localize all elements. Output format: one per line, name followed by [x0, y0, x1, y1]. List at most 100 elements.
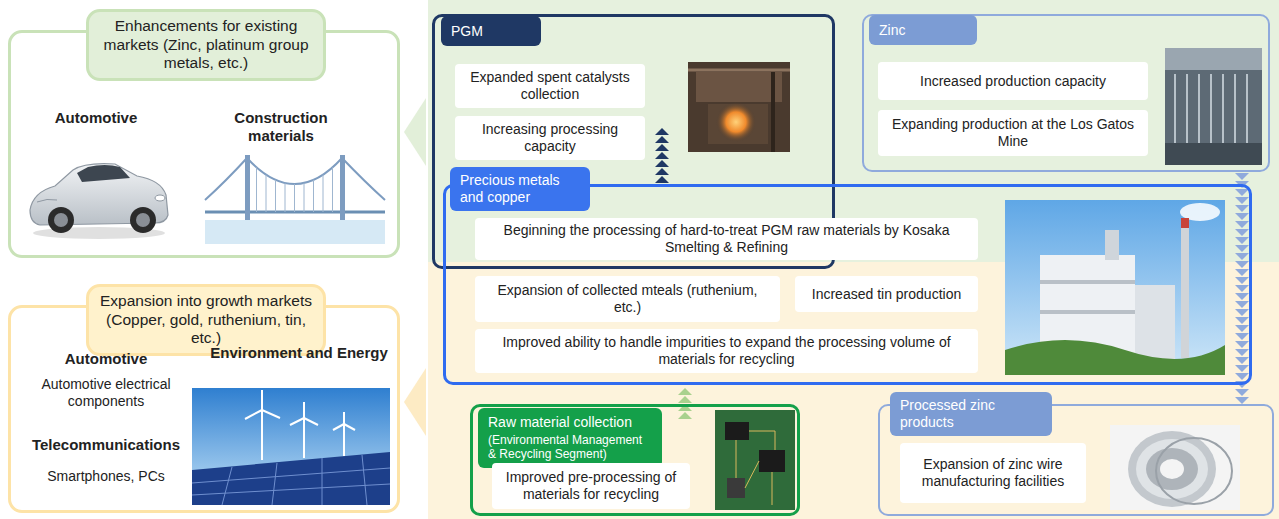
- bridge-picture: [205, 220, 385, 244]
- bridge-picture: [340, 155, 345, 220]
- circuit-board-photo: [715, 410, 795, 510]
- application-label: Automotive electrical components: [26, 376, 186, 410]
- market-label: Environment and Energy: [209, 344, 389, 362]
- chevron-head: [678, 396, 692, 403]
- zinc-plant-photo: [1165, 48, 1262, 165]
- energy-picture: [192, 484, 390, 495]
- circuit-board-photo: [775, 431, 776, 450]
- energy-picture: [322, 458, 323, 505]
- chevron-head: [1235, 397, 1249, 404]
- car-picture: [136, 213, 150, 227]
- chevron-head: [1235, 253, 1249, 260]
- furnace-photo: [688, 62, 790, 152]
- smelter-photo: [1005, 340, 1225, 375]
- car-picture: [48, 207, 74, 233]
- chevron-head: [1235, 341, 1249, 348]
- process-box: Improved ability to handle impurities to…: [475, 329, 978, 373]
- chevron-arrow: [655, 128, 669, 183]
- energy-picture: [304, 418, 318, 425]
- application-label: Smartphones, PCs: [26, 468, 186, 485]
- chevron-head: [1235, 325, 1249, 332]
- zinc-wire-photo: [1110, 425, 1240, 510]
- chevron-head: [655, 136, 669, 143]
- bridge-picture: [247, 158, 342, 184]
- section-tab: PGM: [441, 16, 541, 46]
- chevron-head: [655, 152, 669, 159]
- energy-picture: [245, 390, 355, 460]
- section-box: Raw material collection(Environmental Ma…: [470, 404, 800, 516]
- flow-triangle: [404, 368, 426, 436]
- section-box: Precious metals and copperBeginning the …: [443, 184, 1252, 385]
- chevron-head: [1235, 269, 1249, 276]
- car-picture: [54, 213, 68, 227]
- smelter-photo: [1181, 218, 1189, 358]
- smelter-photo: [1005, 200, 1225, 375]
- box-text: Expansion of collected mteals (ruthenium…: [483, 282, 772, 316]
- chevron-head: [655, 168, 669, 175]
- box-text: Expanding production at the Los Gatos Mi…: [886, 116, 1140, 150]
- chevron-head: [1235, 189, 1249, 196]
- car-picture: [77, 165, 130, 182]
- energy-picture: [272, 463, 277, 505]
- circuit-board-photo: [727, 478, 745, 498]
- energy-picture: [262, 410, 280, 418]
- background-band: [428, 0, 1279, 519]
- zinc-wire-photo: [1160, 459, 1184, 479]
- chevron-head: [1235, 237, 1249, 244]
- energy-picture: [344, 424, 355, 430]
- furnace-photo: [688, 62, 790, 152]
- chevron-head: [1235, 205, 1249, 212]
- process-box: Expansion of zinc wire manufacturing fac…: [900, 443, 1086, 503]
- chevron-head: [655, 144, 669, 151]
- bridge-picture: [256, 167, 257, 212]
- zinc-wire-photo: [1136, 439, 1208, 499]
- bridge-picture: [294, 184, 295, 212]
- furnace-photo: [696, 72, 782, 102]
- energy-picture: [192, 455, 390, 505]
- chevron-head: [1235, 365, 1249, 372]
- chevron-head: [655, 160, 669, 167]
- smelter-photo: [1040, 280, 1135, 284]
- process-box: Expansion of collected mteals (ruthenium…: [475, 276, 780, 322]
- box-text: Increasing processing capacity: [463, 121, 637, 155]
- bridge-picture: [285, 183, 286, 212]
- energy-picture: [343, 412, 345, 424]
- chevron-head: [1235, 197, 1249, 204]
- energy-picture: [192, 388, 390, 505]
- energy-picture: [362, 455, 367, 505]
- circuit-board-photo: [725, 422, 749, 440]
- box-text: Increased tin production: [812, 286, 961, 303]
- energy-picture: [261, 410, 263, 460]
- chevron-head: [1235, 309, 1249, 316]
- smelter-photo: [1181, 218, 1189, 228]
- furnace-photo: [716, 102, 756, 142]
- chevron-head: [1235, 213, 1249, 220]
- smelter-photo: [1105, 230, 1119, 260]
- zinc-wire-photo: [1156, 438, 1232, 504]
- process-box: Increased tin production: [795, 276, 978, 312]
- heading-pill: Enhancements for existing markets (Zinc,…: [86, 9, 326, 81]
- bridge-picture: [257, 167, 333, 212]
- flow-triangle: [404, 98, 426, 166]
- smelter-photo: [1040, 310, 1135, 314]
- box-text: Improved pre-processing of materials for…: [500, 469, 682, 503]
- market-box: Expansion into growth markets (Copper, g…: [8, 305, 400, 513]
- chevron-head: [1235, 261, 1249, 268]
- chevron-head: [1235, 285, 1249, 292]
- process-box: Expanded spent catalysts collection: [455, 64, 645, 108]
- chevron-head: [1235, 173, 1249, 180]
- energy-picture: [192, 388, 390, 505]
- car-picture: [130, 207, 156, 233]
- chevron-head: [1235, 229, 1249, 236]
- car-picture: [30, 164, 168, 239]
- box-text: Improved ability to handle impurities to…: [483, 334, 970, 368]
- zinc-wire-photo: [1110, 425, 1240, 510]
- energy-picture: [333, 424, 344, 430]
- bridge-picture: [245, 155, 250, 220]
- process-box: Beginning the processing of hard-to-trea…: [475, 218, 978, 260]
- bridge-picture: [342, 158, 385, 200]
- chevron-head: [678, 388, 692, 395]
- furnace-photo: [771, 72, 775, 152]
- car-picture: [155, 195, 165, 201]
- energy-picture: [192, 452, 390, 505]
